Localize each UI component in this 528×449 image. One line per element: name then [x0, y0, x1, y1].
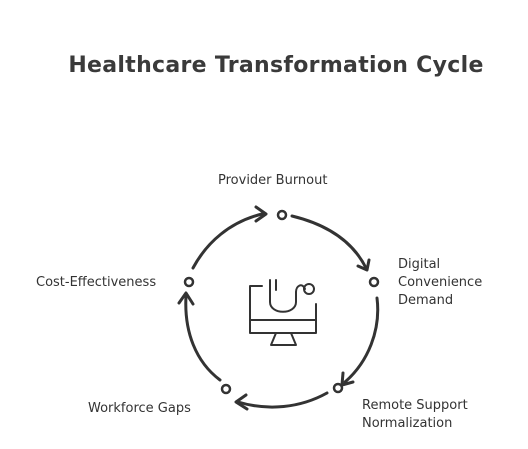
stage-label-provider-burnout: Provider Burnout [218, 173, 328, 188]
stage-label-cost-effectiveness: Cost-Effectiveness [36, 275, 157, 290]
cycle-node-remote-support [332, 382, 344, 394]
cycle-arrow-4 [184, 294, 222, 382]
diagram-title: Healthcare Transformation Cycle [68, 53, 484, 78]
stage-label-workforce-gaps: Workforce Gaps [88, 401, 191, 416]
cycle-arrow-1-head [356, 258, 371, 272]
cycle-arrow-5-head [254, 205, 268, 223]
cycle-arrow-2 [343, 296, 380, 384]
cycle-arrow-3 [236, 391, 329, 409]
telehealth-monitor-stethoscope-icon [249, 279, 317, 346]
stage-label-remote-support-normalization: Remote Support Normalization [362, 398, 468, 431]
cycle-node-provider-burnout [276, 209, 288, 221]
cycle-arrow-5 [191, 212, 264, 270]
cycle-node-cost-effectiveness [183, 276, 195, 288]
stage-label-digital-convenience-demand: Digital Convenience Demand [398, 257, 483, 308]
cycle-arrow-1 [290, 214, 368, 270]
cycle-node-workforce-gaps [220, 383, 232, 395]
cycle-arrow-4-head [177, 291, 195, 306]
cycle-arrow-3-head [234, 393, 249, 411]
cycle-node-digital-convenience [368, 276, 380, 288]
